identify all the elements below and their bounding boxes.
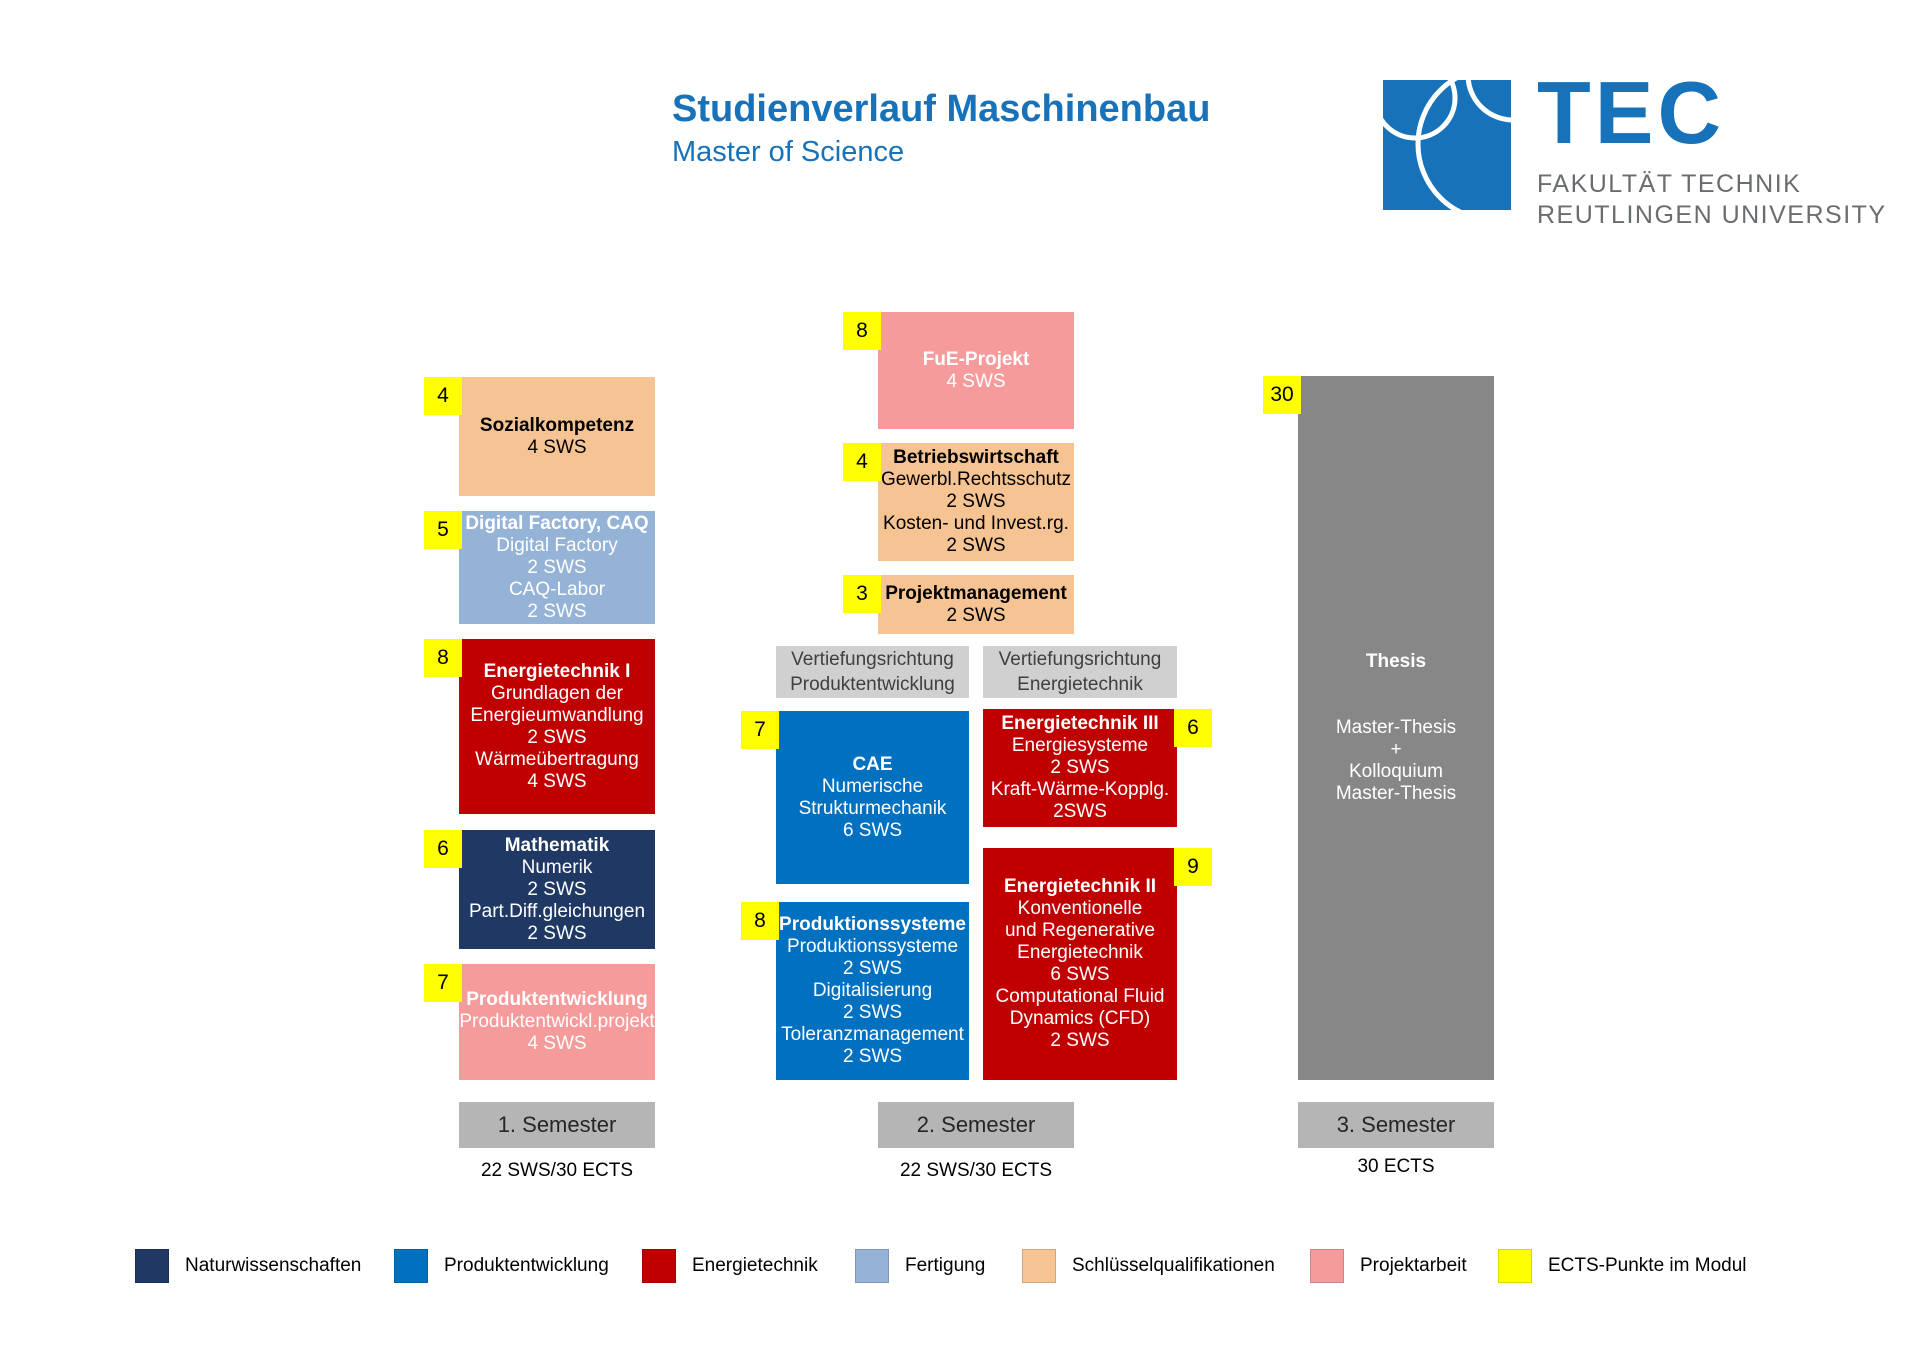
module-mathematik: 6 Mathematik Numerik 2 SWS Part.Diff.gle… xyxy=(424,830,655,949)
module-body: Gewerbl.Rechtsschutz 2 SWS Kosten- und I… xyxy=(880,469,1072,556)
legend-item-energietechnik: Energietechnik xyxy=(642,1249,818,1283)
module-produktionssysteme: 8 Produktionssysteme Produktionssysteme … xyxy=(741,902,969,1080)
module-fue-projekt: 8 FuE-Projekt 4 SWS xyxy=(843,312,1074,429)
legend-swatch xyxy=(855,1249,889,1283)
module-title: FuE-Projekt xyxy=(922,348,1030,370)
module-body: Grundlagen der Energieumwandlung 2 SWS W… xyxy=(470,682,644,792)
ects-badge: 8 xyxy=(741,902,779,940)
logo-acronym: TEC xyxy=(1537,63,1725,162)
module-body: Energiesysteme 2 SWS Kraft-Wärme-Kopplg.… xyxy=(990,735,1170,822)
legend-label: Naturwissenschaften xyxy=(185,1255,362,1276)
semester-3-total: 30 ECTS xyxy=(1357,1156,1435,1177)
track-energietechnik: Vertiefungsrichtung Energietechnik xyxy=(983,646,1177,698)
module-title: Mathematik xyxy=(504,834,610,856)
legend-swatch xyxy=(1022,1249,1056,1283)
legend-label: ECTS-Punkte im Modul xyxy=(1548,1255,1747,1276)
semester-2-total: 22 SWS/30 ECTS xyxy=(899,1160,1053,1181)
ects-badge: 8 xyxy=(424,639,462,677)
module-digital-factory-caq: 5 Digital Factory, CAQ Digital Factory 2… xyxy=(424,511,655,624)
semester-1-total: 22 SWS/30 ECTS xyxy=(480,1160,634,1181)
module-title: Energietechnik III xyxy=(1001,713,1159,734)
legend-swatch xyxy=(394,1249,428,1283)
legend-item-projektarbeit: Projektarbeit xyxy=(1310,1249,1467,1283)
ects-badge: 8 xyxy=(843,312,881,350)
legend-item-schluesselqualifikationen: Schlüsselqualifikationen xyxy=(1022,1249,1275,1283)
logo-university-line: REUTLINGEN UNIVERSITY xyxy=(1537,201,1887,229)
module-title: CAE xyxy=(852,753,893,775)
module-betriebswirtschaft: 4 Betriebswirtschaft Gewerbl.Rechtsschut… xyxy=(843,443,1074,561)
ects-badge: 3 xyxy=(843,575,881,613)
module-body: Produktionssysteme 2 SWS Digitalisierung… xyxy=(781,936,964,1067)
tec-logo-icon xyxy=(1372,27,1573,223)
module-body: 4 SWS xyxy=(946,370,1006,392)
module-title: Sozialkompetenz xyxy=(479,414,635,436)
module-title: Energietechnik I xyxy=(483,660,631,682)
module-title: Produktentwicklung xyxy=(466,989,648,1010)
legend-label: Produktentwicklung xyxy=(444,1255,609,1276)
legend-swatch xyxy=(642,1249,676,1283)
module-title: Digital Factory, CAQ xyxy=(465,512,649,534)
module-sozialkompetenz: 4 Sozialkompetenz 4 SWS xyxy=(424,377,655,496)
module-energietechnik-2: 9 Energietechnik II Konventionelle und R… xyxy=(983,848,1212,1080)
ects-badge: 6 xyxy=(1174,709,1212,747)
legend-label: Energietechnik xyxy=(692,1255,818,1276)
ects-badge: 9 xyxy=(1174,848,1212,886)
module-energietechnik-3: 6 Energietechnik III Energiesysteme 2 SW… xyxy=(983,709,1212,827)
semester-2-label: 2. Semester xyxy=(878,1102,1074,1148)
page-subtitle: Master of Science xyxy=(672,136,905,168)
module-thesis: 30 Thesis Master-Thesis + Kolloquium Mas… xyxy=(1263,376,1494,1080)
module-body: 2 SWS xyxy=(946,604,1006,626)
legend-item-naturwissenschaften: Naturwissenschaften xyxy=(135,1249,361,1283)
legend-swatch xyxy=(1498,1249,1532,1283)
ects-badge: 5 xyxy=(424,511,462,549)
ects-badge: 30 xyxy=(1263,376,1301,414)
module-title: Produktionssysteme xyxy=(779,914,966,935)
semester-1-label: 1. Semester xyxy=(459,1102,655,1148)
module-title: Betriebswirtschaft xyxy=(893,447,1059,468)
ects-badge: 7 xyxy=(424,964,462,1002)
module-body: Master-Thesis + Kolloquium Master-Thesis xyxy=(1335,717,1457,804)
module-body: Digital Factory 2 SWS CAQ-Labor 2 SWS xyxy=(496,534,618,622)
module-body: Numerik 2 SWS Part.Diff.gleichungen 2 SW… xyxy=(468,856,646,944)
legend-swatch xyxy=(1310,1249,1344,1283)
legend-item-produktentwicklung: Produktentwicklung xyxy=(394,1249,609,1283)
module-body: Produktentwickl.projekt 4 SWS xyxy=(459,1011,655,1054)
legend-item-ects-punkte: ECTS-Punkte im Modul xyxy=(1498,1249,1747,1283)
legend-label: Schlüsselqualifikationen xyxy=(1072,1255,1275,1276)
ects-badge: 4 xyxy=(843,443,881,481)
module-cae: 7 CAE Numerische Strukturmechanik 6 SWS xyxy=(741,711,969,884)
track-produktentwicklung: Vertiefungsrichtung Produktentwicklung xyxy=(776,646,969,698)
legend-item-fertigung: Fertigung xyxy=(855,1249,985,1283)
ects-badge: 7 xyxy=(741,711,779,749)
ects-badge: 6 xyxy=(424,830,462,868)
module-energietechnik-1: 8 Energietechnik I Grundlagen der Energi… xyxy=(424,639,655,814)
module-projektmanagement: 3 Projektmanagement 2 SWS xyxy=(843,575,1074,634)
module-produktentwicklung: 7 Produktentwicklung Produktentwickl.pro… xyxy=(424,964,655,1080)
logo-faculty-line: FAKULTÄT TECHNIK xyxy=(1537,170,1802,198)
module-title: Projektmanagement xyxy=(885,582,1067,604)
module-body: 4 SWS xyxy=(527,436,587,458)
module-title: Energietechnik II xyxy=(1003,876,1157,897)
semester-3-label: 3. Semester xyxy=(1298,1102,1494,1148)
page-title: Studienverlauf Maschinenbau xyxy=(672,88,1211,130)
module-title: Thesis xyxy=(1365,651,1427,672)
ects-badge: 4 xyxy=(424,377,462,415)
legend-label: Fertigung xyxy=(905,1255,986,1276)
module-body: Numerische Strukturmechanik 6 SWS xyxy=(798,775,947,841)
legend-label: Projektarbeit xyxy=(1360,1255,1467,1276)
module-body: Konventionelle und Regenerative Energiet… xyxy=(995,898,1165,1051)
legend-swatch xyxy=(135,1249,169,1283)
